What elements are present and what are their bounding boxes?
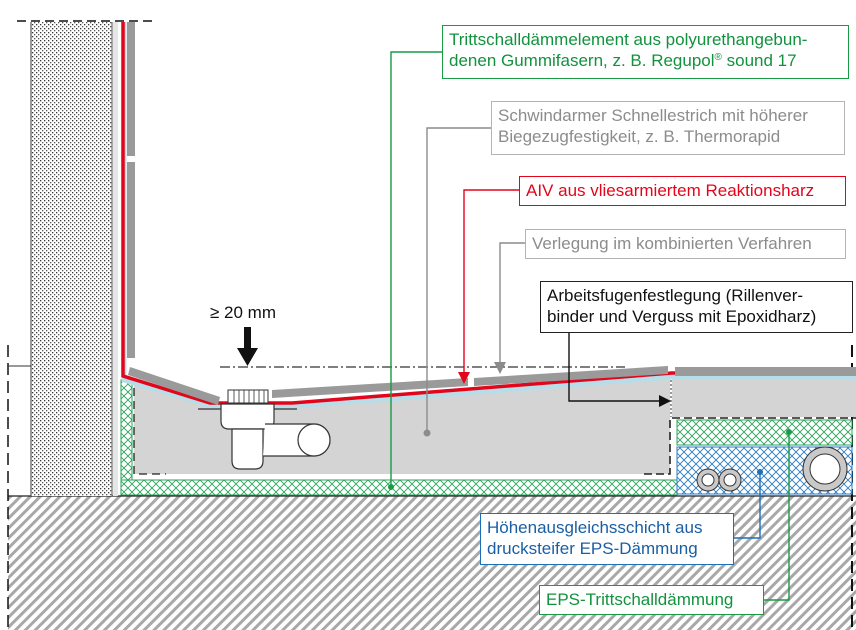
label-rubber-fibre-line2: denen Gummifasern, z. B. Regupol® sound … xyxy=(449,51,797,70)
screed-step-dashed xyxy=(644,417,856,475)
pipe-small-2-bore xyxy=(723,473,737,487)
pipe-large-bore xyxy=(809,453,841,485)
label-laying-method: Verlegung im kombinierten Verfahren xyxy=(525,229,846,259)
leader-aiv xyxy=(463,189,519,372)
label-work-joint: Arbeitsfugenfestlegung (Rillenver- binde… xyxy=(540,281,853,333)
masonry-wall xyxy=(31,22,112,496)
wall-plaster xyxy=(113,22,118,496)
wall-tile-lower xyxy=(127,162,135,358)
leader-arrow-aiv-icon xyxy=(458,372,470,384)
label-work-joint-line1: Arbeitsfugenfestlegung (Rillenver- xyxy=(547,286,804,305)
label-eps-footstep: EPS-Trittschalldämmung xyxy=(539,585,764,615)
leader-rubber-insulation xyxy=(390,51,442,487)
label-screed-line2: Biegezugfestigkeit, z. B. Thermorapid xyxy=(498,127,781,146)
leader-dot-screed xyxy=(423,429,431,437)
label-rubber-fibre-line1: Trittschalldämmelement aus polyurethange… xyxy=(449,30,808,49)
dimension-arrow-icon xyxy=(237,327,258,366)
leader-screed xyxy=(426,127,491,433)
label-eps-footstep-line1: EPS-Trittschalldämmung xyxy=(546,590,734,609)
leader-arrow-laying-icon xyxy=(494,362,506,374)
label-screed: Schwindarmer Schnellestrich mit höherer … xyxy=(491,101,845,155)
label-laying-method-line1: Verlegung im kombinierten Verfahren xyxy=(532,234,812,253)
label-work-joint-line2: binder und Verguss mit Epoxidharz) xyxy=(547,307,817,326)
floor-tile-slope-left xyxy=(128,367,220,405)
leader-laying-method xyxy=(499,242,525,363)
aiv-waterproofing-layer xyxy=(121,22,856,405)
rubber-fibre-insulation-edge xyxy=(120,379,133,481)
label-eps-levelling-line1: Höhenausgleichsschicht aus xyxy=(487,518,703,537)
wall-tile-upper xyxy=(127,22,135,156)
label-eps-levelling: Höhenausgleichsschicht aus drucksteifer … xyxy=(480,513,734,565)
primer-line xyxy=(121,22,856,409)
leader-dot-eps-footstep xyxy=(786,429,792,435)
floor-tile-slope-3 xyxy=(474,366,668,386)
dimension-label: ≥ 20 mm xyxy=(210,303,277,322)
leader-dot-rubber xyxy=(388,484,394,490)
label-screed-line1: Schwindarmer Schnellestrich mit höherer xyxy=(498,106,808,125)
leader-dot-eps-levelling xyxy=(757,469,763,475)
label-aiv-line1: AIV aus vliesarmiertem Reaktionsharz xyxy=(526,181,815,200)
label-rubber-fibre-insulation: Trittschalldämmelement aus polyurethange… xyxy=(442,25,849,79)
screed-edge-dashed xyxy=(133,388,166,475)
pipe-small-1-bore xyxy=(701,473,715,487)
screed-right xyxy=(672,378,856,417)
eps-footstep-insulation xyxy=(676,419,853,446)
leader-eps-footstep xyxy=(763,432,790,601)
leader-arrow-work-joint-icon xyxy=(659,395,671,407)
label-eps-levelling-line2: drucksteifer EPS-Dämmung xyxy=(487,539,698,558)
leader-work-joint xyxy=(568,331,661,402)
leader-eps-levelling xyxy=(733,473,761,539)
rubber-fibre-insulation-bottom xyxy=(120,479,678,496)
label-aiv: AIV aus vliesarmiertem Reaktionsharz xyxy=(519,176,846,206)
floor-tile-flat xyxy=(675,367,856,376)
floor-drain xyxy=(198,389,331,470)
floor-tile-slope-right xyxy=(272,378,468,398)
